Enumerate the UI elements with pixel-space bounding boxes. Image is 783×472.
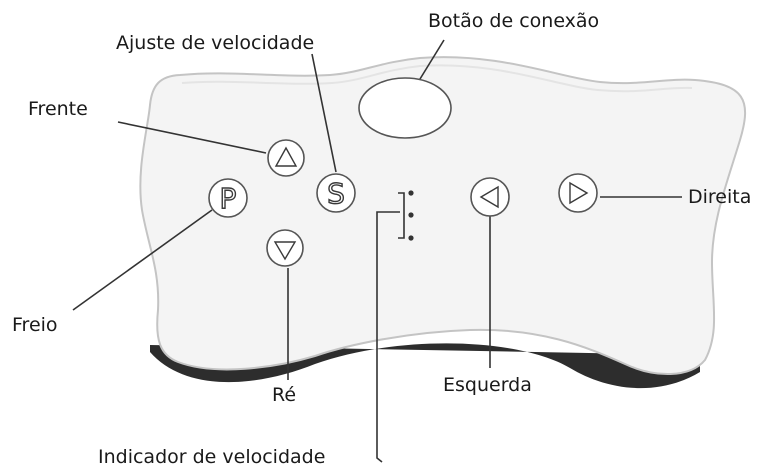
brake-glyph: P bbox=[220, 182, 237, 215]
left-button[interactable] bbox=[470, 177, 510, 217]
forward-button[interactable] bbox=[267, 139, 305, 177]
speed-button[interactable]: S bbox=[316, 173, 356, 213]
triangle-left-icon bbox=[479, 185, 499, 209]
remote-body bbox=[139, 56, 747, 375]
triangle-up-icon bbox=[274, 146, 298, 167]
label-brake: Freio bbox=[12, 314, 58, 336]
triangle-down-icon bbox=[273, 241, 297, 261]
label-speed-indicator: Indicador de velocidade bbox=[98, 446, 326, 468]
leader-forward bbox=[117, 121, 267, 154]
label-right: Direita bbox=[688, 186, 752, 208]
brake-button[interactable]: P bbox=[208, 178, 248, 218]
leader-speed-indicator bbox=[376, 211, 400, 463]
speed-led-3 bbox=[408, 235, 414, 241]
remote-body-inner-edge bbox=[181, 64, 693, 93]
label-connection-button: Botão de conexão bbox=[428, 10, 600, 32]
leader-speed-adjust bbox=[311, 53, 337, 173]
speed-indicator bbox=[398, 190, 414, 241]
right-button[interactable] bbox=[558, 173, 598, 213]
speed-led-2 bbox=[408, 212, 414, 218]
label-left: Esquerda bbox=[443, 374, 532, 396]
triangle-right-icon bbox=[569, 181, 589, 205]
speed-glyph: S bbox=[327, 177, 345, 210]
connection-button[interactable] bbox=[358, 77, 452, 139]
label-reverse: Ré bbox=[272, 384, 297, 406]
leader-brake bbox=[72, 209, 213, 311]
label-forward: Frente bbox=[28, 98, 88, 120]
speed-led-1 bbox=[408, 190, 414, 196]
reverse-button[interactable] bbox=[266, 229, 304, 267]
label-speed-adjust: Ajuste de velocidade bbox=[116, 32, 315, 54]
